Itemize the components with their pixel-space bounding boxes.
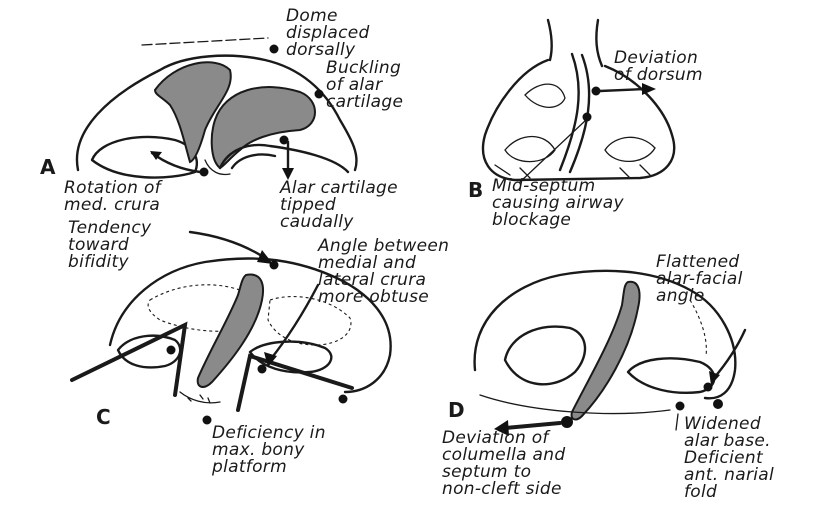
panel-d-letter: D	[448, 398, 465, 422]
label-widened-alar-base: Widened alar base. Deficient ant. narial…	[684, 416, 774, 501]
panel-b-letter: B	[468, 178, 483, 202]
label-mid-septum: Mid-septum causing airway blockage	[492, 178, 624, 229]
panel-a-letter: A	[40, 155, 55, 179]
label-flattened-alar-facial-angle: Flattened alar-facial angle	[656, 254, 743, 305]
label-deficiency-bony-platform: Deficiency in max. bony platform	[212, 425, 326, 476]
label-dome-displaced: Dome displaced dorsally	[286, 8, 370, 59]
label-rotation-med-crura: Rotation of med. crura	[64, 180, 161, 214]
panel-b-drawing	[483, 20, 674, 182]
label-tendency-bifidity: Tendency toward bifidity	[68, 220, 151, 271]
label-deviation-columella: Deviation of columella and septum to non…	[442, 430, 565, 498]
label-angle-crura: Angle between medial and lateral crura m…	[318, 238, 449, 306]
label-deviation-dorsum: Deviation of dorsum	[614, 50, 703, 84]
panel-c-letter: C	[96, 405, 111, 429]
label-alar-cartilage-tipped: Alar cartilage tipped caudally	[280, 180, 398, 231]
label-buckling-alar-cartilage: Buckling of alar cartilage	[326, 60, 403, 111]
